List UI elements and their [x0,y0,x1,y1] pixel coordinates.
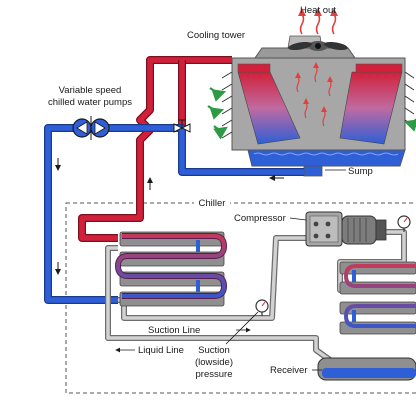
fan-icon [288,41,348,51]
cooling-tower [221,35,415,177]
pressure-gauge-icon [397,215,411,232]
valve-icon [173,119,191,133]
receiver [317,357,416,381]
heat-arrow-icon [299,13,337,35]
heat-out-label: Heat out [300,5,336,16]
liquid-line-label: Liquid Line [138,345,184,356]
receiver-label: Receiver [270,365,308,376]
pumps-label-line2: chilled water pumps [48,97,132,108]
sump [303,165,323,177]
condenser [339,261,416,335]
suction-gauge-label-line3: pressure [196,369,233,380]
air-flow-arrow-icon [207,87,416,140]
compressor-label: Compressor [234,213,286,224]
pressure-gauge-icon [255,299,269,316]
suction-line-label: Suction Line [148,325,200,336]
suction-gauge-label-line1: Suction [198,345,230,356]
cooling-tower-label: Cooling tower [187,30,245,41]
evaporator [114,231,228,307]
sump-label: Sump [348,166,373,177]
pump-icon [72,116,110,140]
compressor [305,211,387,247]
suction-gauge-label-line2: (lowside) [195,357,233,368]
pumps-label-line1: Variable speed [59,85,122,96]
chiller-label: Chiller [199,198,226,209]
